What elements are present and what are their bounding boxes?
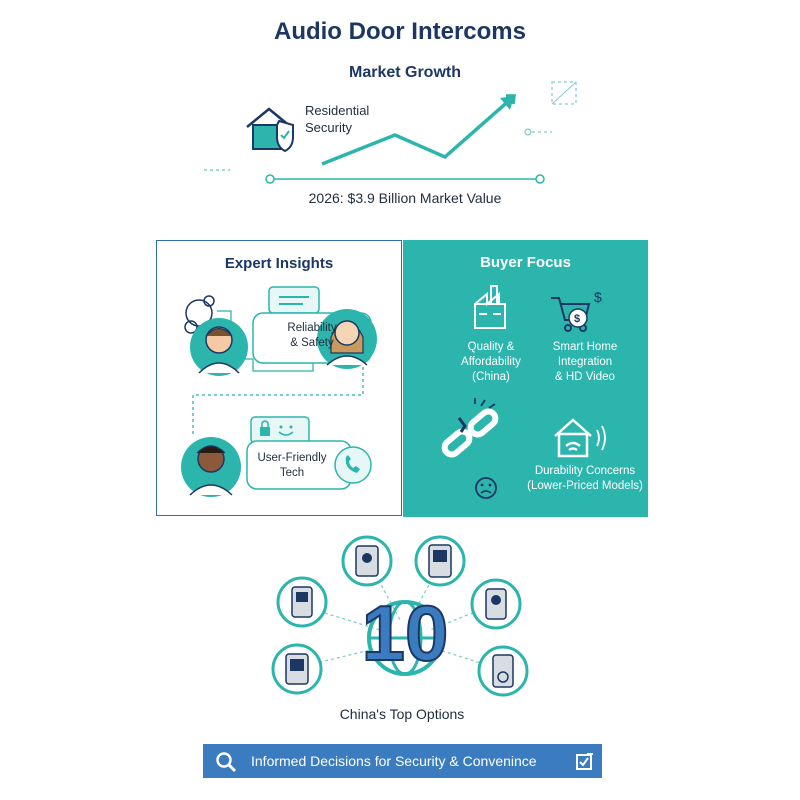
search-icon (216, 752, 237, 773)
section-subtitle: Market Growth (348, 64, 461, 81)
top-options-number: 10 (362, 589, 449, 677)
insights-panels: Expert Insights (156, 240, 648, 517)
cta-banner[interactable]: Informed Decisions for Security & Conven… (203, 744, 602, 778)
top-options-label: China's Top Options (339, 706, 465, 722)
device-icon-1 (341, 535, 393, 587)
device-icon-5 (271, 643, 323, 695)
device-icon-2 (414, 535, 466, 587)
top-options-graphic: 10 (271, 535, 529, 697)
checklist-edit-icon (576, 753, 593, 770)
smart-home-integration-label: Smart Home Integration & HD Video (552, 341, 618, 383)
broken-chain-icon (441, 408, 499, 458)
device-icon-6 (477, 645, 529, 697)
factory-icon (474, 285, 506, 329)
quality-affordability-label: Quality & Affordability (China) (461, 341, 521, 383)
expert-insights-heading: Expert Insights (224, 255, 334, 272)
house-shield-icon (246, 107, 294, 153)
buyer-focus-illustration: $ $ (441, 285, 606, 499)
buyer-focus-panel: Buyer Focus $ $ (403, 240, 648, 517)
smart-home-icon (554, 418, 606, 458)
cta-text: Informed Decisions for Security & Conven… (251, 753, 537, 769)
buyer-focus-heading: Buyer Focus (480, 254, 571, 271)
expert-insights-panel: Expert Insights (156, 240, 402, 516)
svg-text:$: $ (574, 313, 580, 325)
durability-concerns-label: Durability Concerns (Lower-Priced Models… (527, 465, 643, 492)
svg-text:$: $ (594, 289, 602, 305)
market-value-label: 2026: $3.9 Billion Market Value (308, 190, 502, 206)
expert-insights-illustration (181, 286, 377, 497)
device-icon-4 (470, 578, 522, 630)
page-title: Audio Door Intercoms (273, 18, 526, 45)
device-icon-3 (276, 576, 328, 628)
user-friendly-tech-label: User-Friendly Tech (257, 452, 327, 479)
reliability-safety-label: Reliability & Safety (287, 322, 337, 349)
growth-arrow-graphic (204, 81, 577, 184)
residential-security-label: Residential Security (305, 103, 370, 135)
